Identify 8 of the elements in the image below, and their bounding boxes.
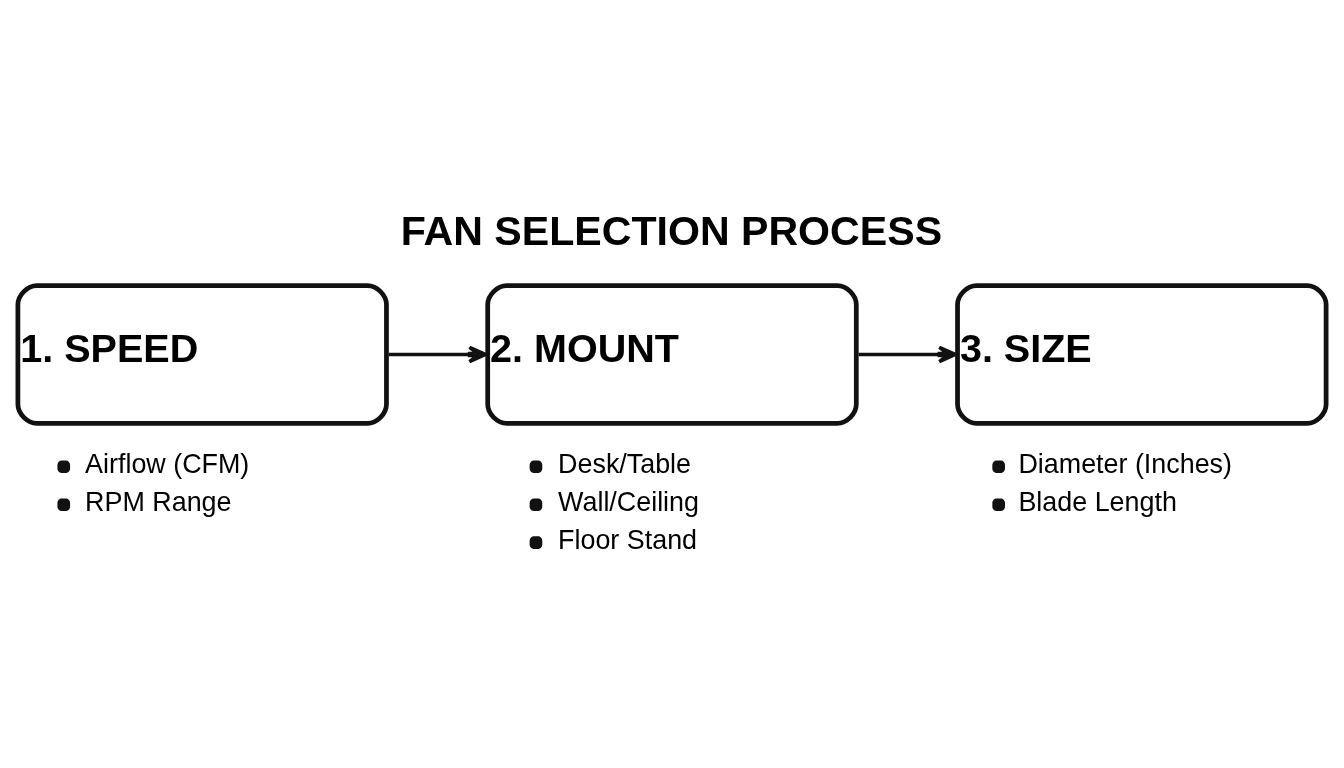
node-label: Desk/Table — [558, 448, 692, 479]
arrow — [858, 345, 957, 363]
node-label: Wall/Ceiling — [558, 486, 699, 517]
node-label: Airflow (CFM) — [85, 448, 250, 479]
arrow — [388, 345, 488, 363]
node-label: RPM Range — [85, 486, 232, 517]
diagram-title: FAN SELECTION PROCESS — [400, 207, 943, 254]
node-label: Diameter (Inches) — [1018, 448, 1233, 479]
